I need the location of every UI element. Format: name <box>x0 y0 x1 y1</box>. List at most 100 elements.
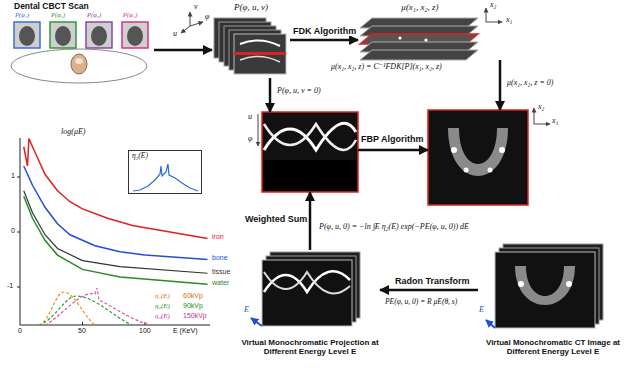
axis-arrows <box>190 22 203 26</box>
mono-ct-panel: Virtual Monochromatic CT Image at Differ… <box>478 242 628 362</box>
sinogram-image <box>263 160 357 191</box>
attenuation-chart <box>20 325 210 326</box>
spectrum-label: 90kVp <box>182 302 204 310</box>
ct-slice-panel: x₂x₁ <box>428 110 528 205</box>
axis-label: x₁ <box>552 116 558 125</box>
axis-label: φ <box>204 12 210 21</box>
axis-arrows <box>486 22 502 23</box>
panel-caption: Virtual Monochromatic CT Image at Differ… <box>478 338 628 356</box>
equation: PE(φ, u, 0) = R μE(θ, s) <box>384 298 458 307</box>
tick-label: 1 <box>10 172 16 180</box>
cbct-scanner-illustration <box>55 26 71 46</box>
tick-label: 50 <box>77 327 87 335</box>
panel-caption: Virtual Monochromatic Projection at Diff… <box>240 338 380 356</box>
axis-title: E (KeV) <box>172 327 199 335</box>
projection-stack-images <box>240 40 280 46</box>
edge-label: FDK Algorithm <box>292 26 357 36</box>
spectrum-inset: η₂(E) <box>128 150 202 194</box>
axis-label: x₁ <box>505 15 513 24</box>
axis-label: v <box>193 2 199 11</box>
ct-slice-image <box>451 147 457 153</box>
attenuation-chart <box>45 288 151 325</box>
equation: P(φ, u, 0) = −ln ∫E η₂(E) exp(−PE(φ, u, … <box>318 222 470 231</box>
flow-arrow <box>380 289 478 292</box>
axis-label: E <box>243 305 250 314</box>
attenuation-chart <box>17 232 20 233</box>
attenuation-chart <box>24 196 208 284</box>
mono-ct-stack <box>486 244 603 328</box>
projection-stack-images <box>240 56 280 62</box>
spectrum-label: 60kVp <box>182 292 204 300</box>
ct-slice-image <box>488 168 493 173</box>
flow-arrow <box>290 39 358 42</box>
sinogram-panel: uφ <box>262 112 358 192</box>
projection-stack: P(φ, u, v) <box>212 2 290 78</box>
edge-label: Weighted Sum <box>244 214 308 224</box>
spectrum-inset-plot <box>133 164 198 191</box>
tick-label: -1 <box>6 282 14 290</box>
axis-arrows <box>534 108 535 124</box>
cbct-scanner-illustration <box>122 22 148 48</box>
axis-arrows <box>534 124 550 125</box>
projection-label: P(φ₄) <box>122 11 138 18</box>
axis-label: u <box>172 29 178 38</box>
attenuation-chart <box>24 191 208 274</box>
axis-label: u <box>248 112 252 121</box>
curve-label: water <box>211 279 230 287</box>
cbct-scanner-illustration <box>75 58 83 64</box>
attenuation-chart <box>24 139 208 239</box>
volume-image: μ(x₁, x₂, z) <box>358 2 482 60</box>
attenuation-chart <box>24 166 208 260</box>
edge-label: Radon Transform <box>394 276 471 286</box>
mono-ct-stack <box>495 252 595 328</box>
sinogram-image <box>262 112 358 192</box>
equation: μ(x₁, x₂, z) = C⁻¹FDK[P](x₁, x₂, z) <box>330 62 443 71</box>
projection-label: P(φ₁) <box>14 11 30 18</box>
ct-volume-slabs <box>398 36 401 39</box>
axis-arrows <box>486 8 502 22</box>
axis-label: φ <box>248 134 252 143</box>
flow-arrow <box>269 78 272 112</box>
cbct-scanner-illustration <box>71 54 87 74</box>
math-label: μ(x₁, x₂, z) <box>358 2 482 12</box>
axis-label: x₂ <box>489 0 497 9</box>
mono-projection-stack <box>264 272 350 293</box>
mono-ct-stack <box>518 281 524 287</box>
edge-label: FBP Algorithm <box>360 134 425 144</box>
axis-title: log(μE) <box>60 127 86 136</box>
flow-arrow <box>499 60 502 110</box>
flow-arrow <box>154 49 212 52</box>
axis-arrows <box>181 26 190 33</box>
curve-label: tissue <box>211 268 231 276</box>
projection-label: P(φ₃) <box>86 11 102 18</box>
attenuation-chart <box>17 177 20 178</box>
axis-arrows <box>190 12 191 26</box>
spectrum-label: η₂(E) <box>154 302 171 310</box>
axis-arrows <box>181 12 203 33</box>
spectrum-label: η₁(E) <box>154 292 171 300</box>
ct-volume-slabs <box>360 50 478 60</box>
tick-label: 0 <box>10 227 16 235</box>
attenuation-chart <box>17 138 210 325</box>
spectrum-label: η₃(E) <box>154 312 171 320</box>
axis-arrows <box>486 8 487 22</box>
spectrum-inset-plot <box>133 164 198 191</box>
tick-label: 0 <box>17 327 23 335</box>
ct-slice-image <box>428 110 528 205</box>
mono-projection-stack <box>251 252 360 326</box>
projection-label: P(φ₂) <box>50 11 66 18</box>
math-label: P(φ, u, v) <box>212 2 290 12</box>
spectrum-label: 150kVp <box>182 312 208 320</box>
mono-projection-panel: Virtual Monochromatic Projection at Diff… <box>240 250 380 362</box>
sinogram-image <box>264 124 356 150</box>
cbct-scanner-illustration <box>86 22 112 48</box>
sinogram-image <box>262 112 358 192</box>
projection-stack-images <box>234 34 286 74</box>
edge-label: P(φ, u, v = 0) <box>276 86 322 95</box>
cbct-scanner-illustration <box>14 22 40 48</box>
mono-projection-stack <box>264 271 350 292</box>
cbct-scanner-illustration <box>91 26 107 46</box>
